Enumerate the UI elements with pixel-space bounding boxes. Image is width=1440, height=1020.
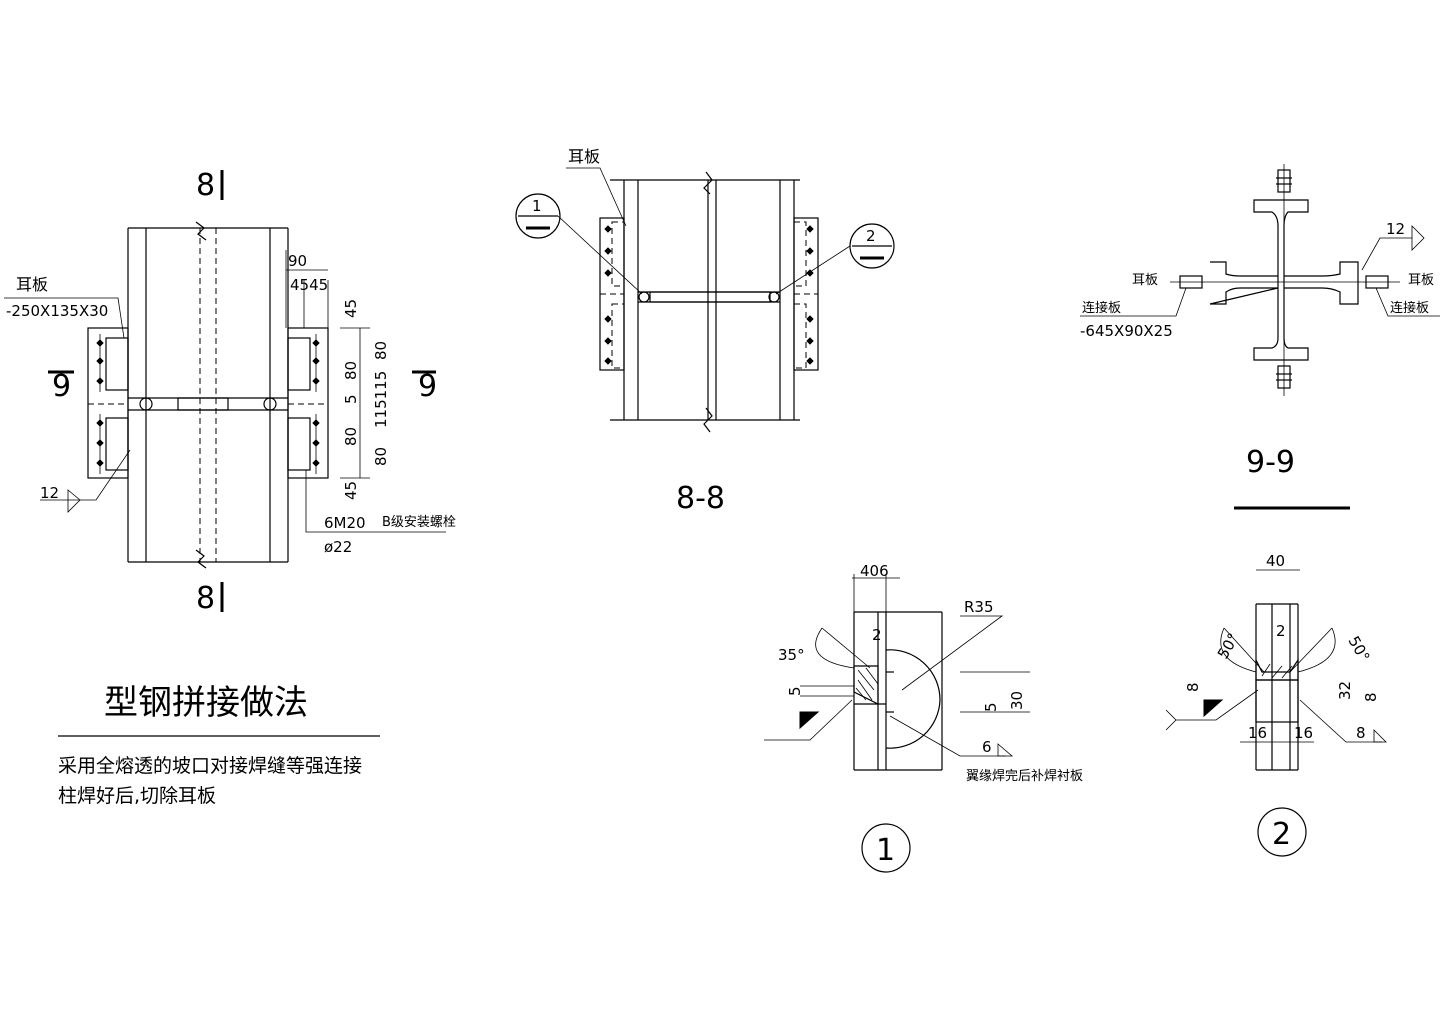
d1-dim-30: 30: [1008, 691, 1026, 710]
d2-dim-top: 40: [1266, 552, 1285, 570]
detail-1-view: 406 R35 35° 2 5 5 30 6 翼缘焊完后补焊衬板 1: [764, 562, 1083, 873]
vertical-dimensions: 45 80 80 5 115115 80 80 45: [342, 299, 390, 500]
detail-2-number: 2: [1272, 817, 1291, 852]
connect-plate-spec: -645X90X25: [1080, 322, 1173, 340]
dim-v-6: 80: [372, 447, 390, 466]
dim-v-0: 45: [342, 299, 360, 318]
notes-line-1: 采用全熔透的坡口对接焊缝等强连接: [58, 755, 362, 777]
dim-v-2: 80: [342, 361, 360, 380]
d2-dim-8-right: 8: [1362, 692, 1380, 702]
bolt-icon: [96, 334, 320, 474]
d1-weld-size: 6: [982, 738, 992, 756]
detail-2-view: 40 2 50° 50° 8 32 8 16 16 8 2: [1165, 552, 1387, 857]
section-mark-top: 8: [196, 168, 215, 203]
dim-90: 90: [288, 252, 307, 270]
d2-weld-size: 8: [1356, 724, 1366, 742]
notes-block: 型钢拼接做法 采用全熔透的坡口对接焊缝等强连接 柱焊好后,切除耳板: [58, 683, 380, 807]
left-elevation-view: 8 8 9 9 耳板 -250X135X30 12 90 4545 45 80 …: [4, 168, 456, 616]
detail-callout-1: [515, 193, 561, 239]
bolt-icon: [604, 225, 814, 365]
section-mark-left: 9: [52, 369, 71, 404]
d1-dim-5: 5: [786, 686, 804, 696]
callout-1-number: 1: [532, 197, 542, 215]
ear-plate-right-label: 耳板: [1408, 273, 1434, 288]
weld-size-label: 12: [40, 484, 59, 502]
d2-dim-16-left: 16: [1248, 724, 1267, 742]
hole-diameter: ø22: [324, 538, 352, 556]
callout-2-number: 2: [866, 227, 876, 245]
d2-angle-right: 50°: [1345, 633, 1374, 665]
ear-plate-label-8: 耳板: [568, 147, 600, 166]
connect-plate-right-label: 连接板: [1390, 300, 1429, 316]
d2-dim-16-right: 16: [1294, 724, 1313, 742]
d2-dim-2: 2: [1276, 622, 1286, 640]
section-8-8-title: 8-8: [676, 481, 725, 516]
section-9-9-view: 耳板 连接板 -645X90X25 耳板 连接板 12 9-9: [1080, 164, 1440, 510]
connect-plate-left-label: 连接板: [1082, 300, 1121, 316]
notes-title: 型钢拼接做法: [104, 683, 308, 723]
d2-dim-32: 32: [1336, 681, 1354, 700]
bolt-desc: B级安装螺栓: [382, 515, 456, 530]
dim-v-3: 5: [342, 394, 360, 404]
dim-v-5: 80: [342, 427, 360, 446]
dim-4545: 4545: [290, 276, 328, 294]
detail-2-mark: [1257, 807, 1307, 857]
ear-plate-left-label: 耳板: [1132, 273, 1158, 288]
d1-radius: R35: [964, 598, 994, 616]
ear-plate-label: 耳板: [16, 275, 48, 294]
weld-size-9: 12: [1386, 220, 1405, 238]
section-8-8-view: 耳板 1 2 8-8: [515, 147, 895, 516]
d1-angle: 35°: [778, 646, 805, 664]
notes-line-2: 柱焊好后,切除耳板: [58, 785, 216, 807]
ear-plate-spec: -250X135X30: [6, 302, 108, 320]
section-9-9-title: 9-9: [1246, 445, 1295, 480]
d1-note: 翼缘焊完后补焊衬板: [966, 768, 1083, 784]
d1-dim-5b: 5: [982, 702, 1000, 712]
d2-dim-8-left: 8: [1184, 682, 1202, 692]
bolt-spec: 6M20: [324, 514, 366, 532]
d1-dim-2: 2: [872, 626, 882, 644]
d2-angle-left: 50°: [1214, 630, 1243, 662]
section-mark-bottom: 8: [196, 581, 215, 616]
detail-1-number: 1: [876, 833, 895, 868]
dim-v-7: 45: [342, 481, 360, 500]
d1-dim-top: 406: [860, 562, 889, 580]
dim-v-1: 80: [372, 341, 390, 360]
detail-1-mark: [861, 823, 911, 873]
dim-v-4: 115115: [372, 371, 390, 428]
section-mark-right: 9: [418, 369, 437, 404]
